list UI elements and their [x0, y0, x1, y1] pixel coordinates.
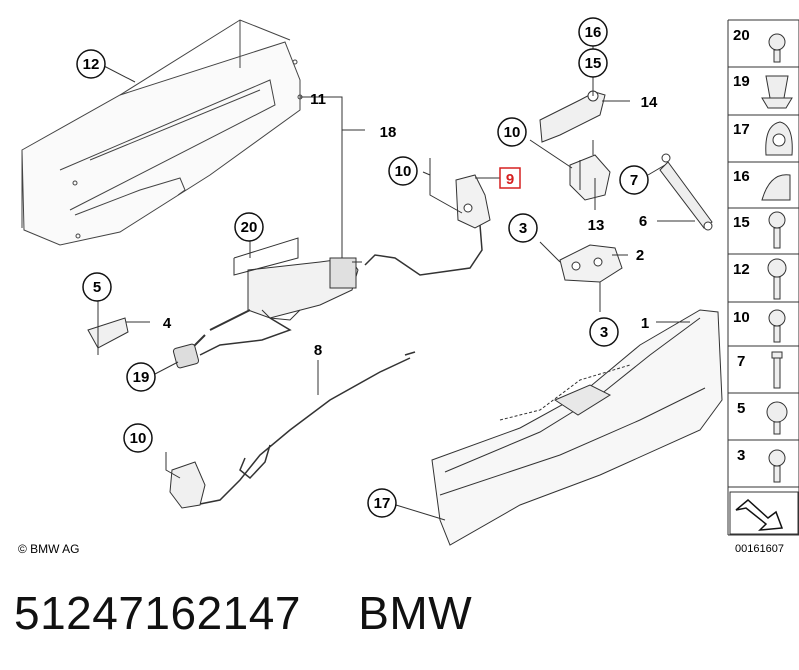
- callout-10c: 10: [123, 423, 153, 453]
- leader-11-18: [300, 96, 365, 258]
- leader-1-17: [395, 321, 690, 521]
- part-1-tailgate: [431, 309, 723, 546]
- svg-text:5: 5: [93, 279, 101, 296]
- callout-17: 17: [367, 488, 397, 518]
- fastener-label-10: 10: [733, 309, 750, 326]
- callout-1: 1: [641, 315, 649, 332]
- fastener-label-7: 7: [737, 353, 745, 370]
- svg-text:10: 10: [130, 430, 147, 447]
- callout-9-highlighted: 9: [499, 167, 521, 189]
- fastener-label-15: 15: [733, 214, 750, 231]
- bolt-icon-10: [768, 309, 786, 343]
- part-8-cable: [194, 351, 416, 506]
- part-12-liner: [21, 19, 303, 246]
- fastener-column: 20 19 17 16 15 12 10 7 5 3: [727, 19, 799, 536]
- svg-text:11: 11: [310, 91, 326, 108]
- callout-11: 11: [310, 91, 326, 108]
- callout-15: 15: [578, 48, 608, 78]
- fastener-label-20: 20: [733, 27, 750, 44]
- cap-icon-16: [761, 174, 791, 201]
- svg-text:15: 15: [585, 55, 602, 72]
- fastener-label-17: 17: [733, 121, 750, 138]
- leader-10b-13: [529, 139, 596, 210]
- part-20-actuator: [172, 257, 359, 369]
- part-10-lower-latch: [169, 461, 206, 509]
- svg-text:17: 17: [374, 495, 391, 512]
- part-4-clip: [87, 300, 129, 355]
- svg-text:3: 3: [600, 324, 608, 341]
- part-13-bracket: [569, 140, 611, 201]
- leader-6-7: [647, 164, 695, 222]
- svg-text:6: 6: [639, 213, 647, 230]
- bolt-icon-12: [767, 258, 787, 300]
- callout-4: 4: [163, 315, 172, 332]
- screw-icon-3: [768, 449, 786, 483]
- part-number-caption: 51247162147 BMW: [14, 586, 472, 640]
- svg-text:18: 18: [380, 124, 397, 141]
- fastener-label-19: 19: [733, 73, 750, 90]
- svg-text:13: 13: [588, 217, 605, 234]
- clip-icon-19: [761, 75, 793, 109]
- callout-20: 20: [234, 212, 264, 242]
- callout-8: 8: [314, 342, 322, 359]
- svg-text:12: 12: [83, 56, 100, 73]
- fastener-label-12: 12: [733, 261, 750, 278]
- part-9-latch: [352, 174, 491, 276]
- diagram-id: 00161607: [735, 543, 784, 555]
- nut-icon-5: [766, 401, 788, 435]
- leader-10a-9: [422, 158, 500, 214]
- callout-3b: 3: [589, 317, 619, 347]
- svg-text:16: 16: [585, 24, 602, 41]
- callout-10b: 10: [497, 117, 527, 147]
- copyright-text: © BMW AG: [18, 542, 80, 556]
- svg-text:10: 10: [395, 163, 412, 180]
- screw-icon-20: [768, 33, 786, 63]
- bolt-icon-15: [768, 211, 786, 249]
- svg-text:20: 20: [241, 219, 258, 236]
- svg-text:8: 8: [314, 342, 322, 359]
- grommet-icon-17: [765, 121, 793, 156]
- leader-20: [233, 237, 299, 276]
- callout-10a: 10: [388, 156, 418, 186]
- callout-3a: 3: [508, 213, 538, 243]
- svg-text:7: 7: [630, 172, 638, 189]
- fastener-label-3: 3: [737, 447, 745, 464]
- svg-text:10: 10: [504, 124, 521, 141]
- stud-icon-7: [771, 351, 783, 389]
- callout-2: 2: [636, 247, 644, 264]
- fastener-label-16: 16: [733, 168, 750, 185]
- callout-6: 6: [639, 213, 647, 230]
- svg-text:3: 3: [519, 220, 527, 237]
- leader-5-4: [97, 302, 150, 323]
- svg-text:4: 4: [163, 315, 172, 332]
- callout-16: 16: [578, 17, 608, 47]
- svg-text:9: 9: [506, 171, 514, 188]
- part-14-handle: [539, 90, 606, 143]
- callout-18: 18: [380, 124, 397, 141]
- part-2-hinge: [559, 244, 623, 283]
- part-6-strut: [659, 153, 713, 231]
- brand-name: BMW: [358, 587, 473, 639]
- fastener-label-5: 5: [737, 400, 745, 417]
- part-number: 51247162147: [14, 587, 301, 639]
- leader-3-2-3: [539, 241, 628, 312]
- svg-text:1: 1: [641, 315, 649, 332]
- callout-13: 13: [588, 217, 605, 234]
- callout-5: 5: [82, 272, 112, 302]
- callout-14: 14: [641, 94, 658, 111]
- direction-arrow-icon: [729, 491, 799, 535]
- svg-text:2: 2: [636, 247, 644, 264]
- svg-text:19: 19: [133, 369, 150, 386]
- callout-12: 12: [76, 49, 136, 83]
- callout-19: 19: [126, 361, 179, 392]
- svg-text:14: 14: [641, 94, 658, 111]
- callout-7: 7: [619, 165, 649, 195]
- leader-8-10c: [165, 360, 319, 479]
